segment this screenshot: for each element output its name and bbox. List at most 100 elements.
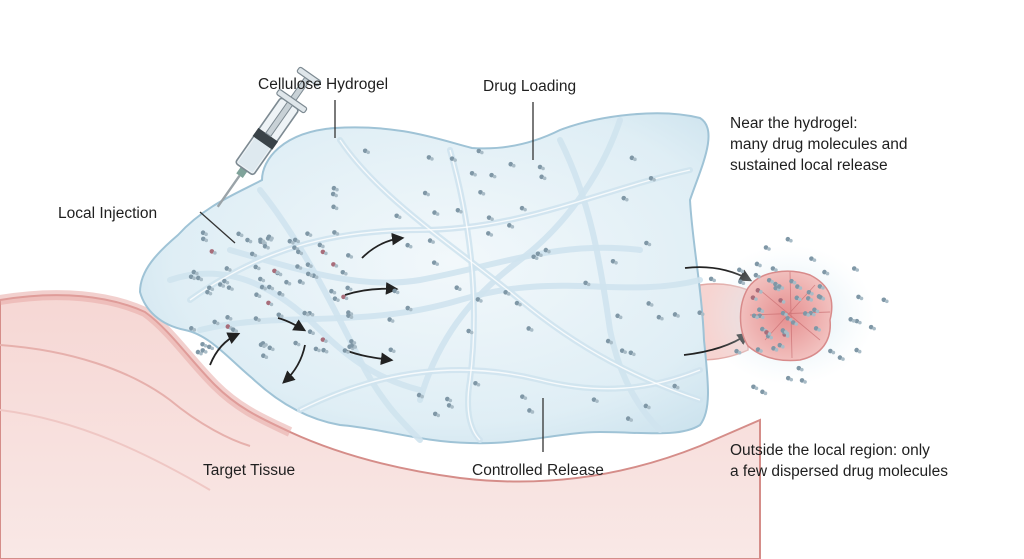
drug-molecule	[473, 380, 481, 387]
drug-molecule	[329, 288, 337, 295]
drug-molecule	[828, 348, 836, 355]
drug-molecule	[195, 275, 204, 282]
drug-molecule	[795, 284, 803, 290]
near-hydrogel-line-1: Near the hydrogel:	[730, 115, 858, 132]
drug-molecule	[648, 176, 656, 182]
drug-molecule	[188, 274, 196, 281]
drug-molecule	[454, 285, 462, 291]
drug-molecule	[734, 348, 742, 355]
drug-molecule	[331, 262, 339, 268]
drug-molecule	[212, 319, 220, 326]
drug-molecule	[262, 243, 270, 250]
drug-molecule	[222, 278, 230, 285]
drug-molecule	[200, 348, 208, 354]
drug-molecule	[277, 291, 285, 297]
drug-molecule	[583, 280, 591, 287]
drug-molecule	[770, 266, 778, 272]
drug-molecule	[276, 312, 284, 319]
drug-molecule	[796, 365, 804, 372]
drug-molecule	[432, 411, 441, 418]
drug-molecule	[405, 242, 413, 249]
drug-molecule	[226, 285, 234, 291]
drug-molecule	[476, 148, 484, 155]
drug-molecule	[230, 327, 239, 333]
drug-molecule	[253, 316, 261, 322]
drug-molecule	[629, 155, 637, 162]
drug-molecule	[224, 266, 232, 272]
drug-molecule	[427, 238, 435, 244]
drug-molecule	[432, 210, 440, 216]
drug-molecule	[766, 277, 774, 284]
drug-molecule	[258, 276, 266, 283]
drug-molecule	[387, 317, 395, 323]
drug-molecule	[362, 148, 370, 155]
drug-molecule	[305, 231, 313, 237]
drug-molecule	[809, 256, 817, 262]
drug-molecule	[619, 348, 627, 354]
drug-molecule	[245, 237, 253, 244]
drug-molecule	[806, 289, 814, 296]
drug-molecule	[332, 296, 340, 302]
drug-molecule	[646, 301, 654, 307]
drug-molecule	[805, 296, 814, 302]
drug-molecule	[854, 347, 862, 354]
drug-molecule	[340, 269, 348, 276]
drug-molecule	[422, 190, 430, 197]
drug-molecule	[267, 284, 275, 291]
drug-molecule	[416, 392, 424, 399]
drug-molecule	[503, 290, 511, 296]
drug-molecule	[771, 346, 779, 352]
drug-molecule	[206, 344, 215, 351]
drug-molecule	[785, 316, 793, 322]
label-controlled-release: Controlled Release	[472, 462, 604, 479]
drug-molecule	[777, 284, 785, 290]
drug-molecule	[789, 278, 797, 285]
drug-molecule	[520, 394, 528, 400]
drug-molecule	[778, 298, 786, 304]
drug-molecule	[249, 251, 258, 258]
release-arrow-2	[344, 282, 399, 296]
drug-molecule	[848, 317, 856, 323]
drug-molecule	[200, 230, 208, 237]
drug-molecule	[392, 288, 400, 295]
drug-molecule	[341, 294, 349, 301]
drug-molecule	[868, 324, 876, 331]
drug-molecule	[527, 408, 535, 414]
drug-molecule	[514, 300, 522, 307]
release-arrow-4	[277, 317, 307, 332]
drug-molecule	[656, 314, 664, 321]
label-outside-region: Outside the local region: only a few dis…	[730, 440, 948, 482]
drug-molecule	[200, 236, 209, 243]
drug-molecule	[790, 320, 799, 326]
drug-molecule	[615, 313, 623, 320]
drug-molecule	[446, 403, 454, 409]
drug-molecule	[307, 329, 315, 336]
release-arrow-1	[361, 232, 405, 259]
drug-molecule	[543, 247, 551, 254]
tissue-outer-layer	[0, 290, 293, 437]
leader-local-injection	[199, 211, 236, 244]
drug-molecule	[856, 294, 864, 301]
drug-molecule	[272, 268, 280, 275]
drug-molecule	[217, 282, 226, 288]
drug-molecule	[455, 207, 463, 214]
drug-molecule	[195, 349, 203, 356]
drug-molecule	[317, 242, 325, 249]
drug-molecule	[537, 164, 545, 171]
drug-molecule	[486, 231, 494, 237]
cellulose-fiber-highlights	[189, 139, 701, 441]
tissue-deep-line	[0, 409, 211, 491]
drug-molecule	[342, 348, 350, 354]
drug-molecule	[851, 266, 860, 272]
drug-molecule	[253, 264, 261, 271]
drug-molecule	[760, 389, 768, 396]
drug-molecule	[764, 330, 772, 336]
drug-molecule	[449, 156, 457, 162]
drug-molecules	[188, 148, 889, 422]
drug-molecule	[591, 397, 599, 403]
drug-molecule	[802, 311, 811, 317]
drug-molecule	[191, 269, 199, 276]
tissue-fold-line	[0, 344, 251, 447]
near-hydrogel-line-2: many drug molecules and	[730, 136, 908, 153]
drug-molecule	[644, 240, 652, 247]
